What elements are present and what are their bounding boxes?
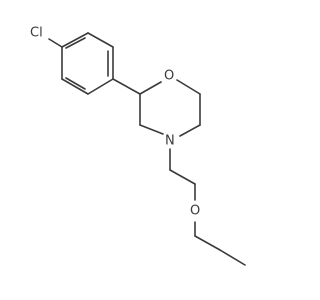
bond [87, 32, 114, 48]
propoxyethyl-chain [169, 148, 246, 266]
aromatic-double-bond [65, 37, 86, 49]
structure-diagram: Cl O N O [30, 26, 246, 266]
bond [169, 169, 196, 185]
ether-oxygen-atom-label: O [190, 204, 200, 219]
ring-oxygen-atom-label: O [164, 69, 174, 84]
molecule-canvas: Cl O N O [30, 26, 246, 266]
benzene-ring [61, 32, 114, 95]
bond [61, 32, 89, 48]
bond [112, 78, 141, 95]
bond [139, 124, 164, 135]
ring-nitrogen-atom-label: N [165, 134, 175, 149]
bond [87, 78, 114, 95]
bond [176, 79, 201, 95]
bond [139, 81, 162, 95]
chlorine-atom-label: Cl [30, 26, 43, 41]
bond [179, 124, 201, 137]
morpholine-ring [112, 78, 201, 137]
bond [194, 235, 221, 251]
bond [219, 249, 246, 266]
bond-to-chlorine [48, 38, 63, 48]
bond [61, 78, 89, 95]
aromatic-double-bond [65, 77, 86, 90]
